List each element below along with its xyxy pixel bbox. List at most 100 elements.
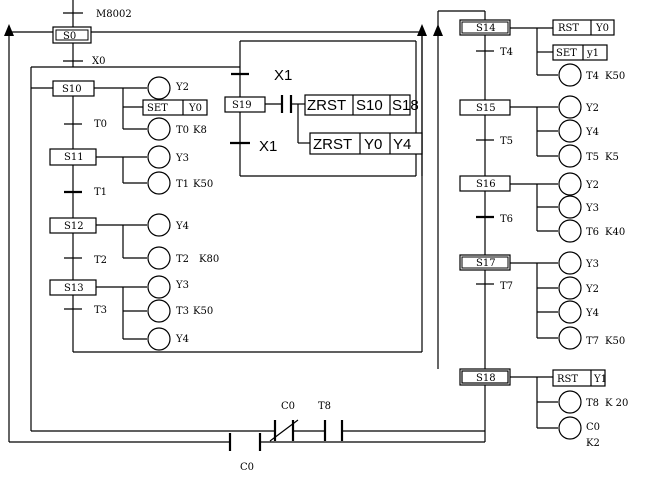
coil-t7 <box>558 326 582 350</box>
s16-timer-k-label: K40 <box>605 227 625 238</box>
zrst-s10-s18-box <box>304 94 411 116</box>
s17-out3-label: Y4 <box>585 308 599 319</box>
zrst2-cmd: ZRST <box>313 136 352 153</box>
s12-timer-k-label: K80 <box>199 254 219 265</box>
s15-out2-label: Y4 <box>585 127 599 138</box>
step-s10-label: S10 <box>62 84 82 95</box>
coil-c0 <box>558 416 582 440</box>
t6-label: T6 <box>500 214 513 225</box>
s14-set-dev-label: y1 <box>586 48 599 59</box>
step-s12-label: S12 <box>64 221 84 232</box>
s10-timer-label: T0 <box>176 125 189 136</box>
s17-timer-label: T7 <box>586 336 599 347</box>
s15-out1-label: Y2 <box>585 103 599 114</box>
s18-timer-k-label: K 20 <box>605 398 628 409</box>
s14-entry-arrow <box>433 24 443 36</box>
s14-rst-box <box>552 19 615 36</box>
return-arrow-s0 <box>417 24 427 36</box>
s14-set-label: SET <box>556 48 577 59</box>
coil-t2 <box>147 246 171 270</box>
s14-rst-label: RST <box>558 23 579 34</box>
coil-t1 <box>147 171 171 195</box>
t5-label: T5 <box>500 136 513 147</box>
step-s15-label: S15 <box>476 103 496 114</box>
outer-return: C0 C0 T8 <box>4 24 486 473</box>
s10-set-label: SET <box>147 103 168 114</box>
t8-bottom-label: T8 <box>318 401 331 412</box>
s15-timer-label: T5 <box>586 152 599 163</box>
s10-set-dev-label: Y0 <box>188 103 202 114</box>
coil-y2-s15 <box>558 95 582 119</box>
t4-label: T4 <box>500 47 513 58</box>
zrst2-arg2: Y4 <box>393 136 411 153</box>
coil-t0 <box>147 117 171 141</box>
coil-y4-s17 <box>558 300 582 324</box>
step-s18-label: S18 <box>476 373 496 384</box>
s18-rst-dev-label: Y1 <box>593 374 607 385</box>
zrst1-arg1: S10 <box>356 97 383 114</box>
step-s14-label: S14 <box>476 23 496 34</box>
zrst2-arg1: Y0 <box>364 136 382 153</box>
step-s13-label: S13 <box>64 283 84 294</box>
s16-out1-label: Y2 <box>585 180 599 191</box>
s17-out1-label: Y3 <box>585 259 599 270</box>
coil-y4-s12 <box>147 213 171 237</box>
s18-timer-label: T8 <box>586 398 599 409</box>
step-s16-label: S16 <box>476 179 496 190</box>
zrst1-arg2: S18 <box>392 97 419 114</box>
coil-t6 <box>558 219 582 243</box>
s13-timer-k-label: K50 <box>193 306 213 317</box>
s18-rst-box <box>552 369 606 387</box>
t1-label: T1 <box>94 187 107 198</box>
s18-counter-k-label: K2 <box>586 438 600 449</box>
s10-set-box <box>142 99 208 116</box>
s12-timer-label: T2 <box>176 254 189 265</box>
s13-out1-label: Y3 <box>175 280 189 291</box>
step-s0: S0 <box>52 26 92 44</box>
coil-y4-s15 <box>558 119 582 143</box>
step-s0-label: S0 <box>63 31 76 42</box>
t3-label: T3 <box>94 305 107 316</box>
coil-t8 <box>558 390 582 414</box>
s14-timer-label: T4 <box>586 71 599 82</box>
s10-timer-k-label: K8 <box>193 125 207 136</box>
outer-arrow <box>4 24 14 36</box>
s14-set-box <box>552 44 608 61</box>
step-s19-label: S19 <box>232 100 252 111</box>
t2-label: T2 <box>94 255 107 266</box>
s11-out-label: Y3 <box>175 153 189 164</box>
s16-timer-label: T6 <box>586 227 599 238</box>
x1-bottom-label: X1 <box>259 138 277 155</box>
coil-t4 <box>558 63 582 87</box>
coil-y3-s13 <box>147 275 171 299</box>
init-section: M8002 S0 X0 <box>30 0 240 89</box>
coil-y2-s16 <box>558 172 582 196</box>
right-branch: S14 RST Y0 SET y1 T4 K50 T4 S15 Y2 Y4 T5… <box>421 10 628 449</box>
zrst1-cmd: ZRST <box>307 97 346 114</box>
step-s17-label: S17 <box>476 258 496 269</box>
reset-block: X1 S19 ZRST S10 S18 ZRST Y0 Y4 X1 <box>224 40 423 177</box>
s17-timer-k-label: K50 <box>605 336 625 347</box>
s11-timer-label: T1 <box>176 179 189 190</box>
s16-out2-label: Y3 <box>585 203 599 214</box>
coil-y3-s17 <box>558 251 582 275</box>
s18-rst-label: RST <box>557 374 578 385</box>
coil-y3-s16 <box>558 195 582 219</box>
t7-label: T7 <box>500 281 513 292</box>
s15-timer-k-label: K5 <box>605 152 619 163</box>
coil-y3-s11 <box>147 145 171 169</box>
c0-no-label: C0 <box>240 462 254 473</box>
s14-rst-dev-label: Y0 <box>595 23 609 34</box>
s13-timer-label: T3 <box>176 306 189 317</box>
s12-out-label: Y4 <box>175 221 189 232</box>
x1-top-label: X1 <box>274 67 292 84</box>
s18-counter-label: C0 <box>586 422 600 433</box>
s17-out2-label: Y2 <box>585 284 599 295</box>
s11-timer-k-label: K50 <box>193 179 213 190</box>
coil-t3 <box>147 299 171 323</box>
coil-y2-s17 <box>558 276 582 300</box>
coil-y4-s13 <box>147 327 171 351</box>
step-s11-label: S11 <box>64 152 84 163</box>
t0-label: T0 <box>94 119 107 130</box>
